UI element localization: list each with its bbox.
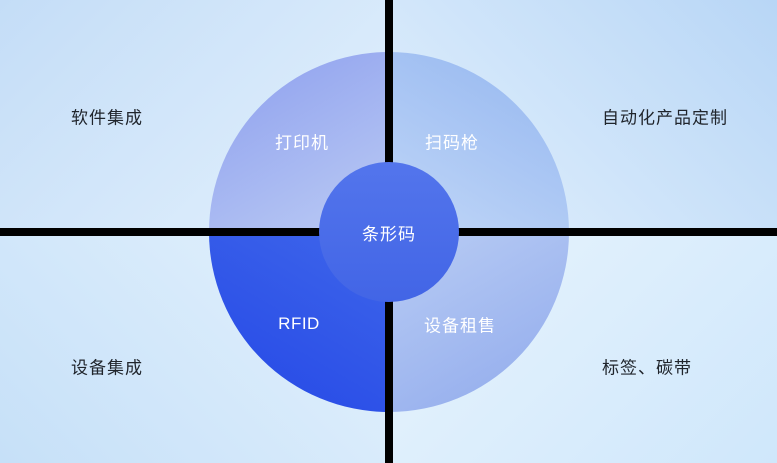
corner-label-software-integration: 软件集成 [71, 108, 143, 128]
ring-label-rfid: RFID [278, 314, 320, 333]
ring-label-printer: 打印机 [275, 133, 329, 153]
corner-label-label-ribbon: 标签、碳带 [602, 358, 692, 378]
corner-label-automation-customization: 自动化产品定制 [602, 108, 728, 128]
corner-label-equipment-integration: 设备集成 [71, 358, 143, 378]
center-label: 条形码 [362, 224, 416, 244]
center-circle: 条形码 [319, 162, 459, 302]
ring-label-scanner: 扫码枪 [425, 133, 479, 153]
ring-label-rental: 设备租售 [424, 316, 496, 336]
